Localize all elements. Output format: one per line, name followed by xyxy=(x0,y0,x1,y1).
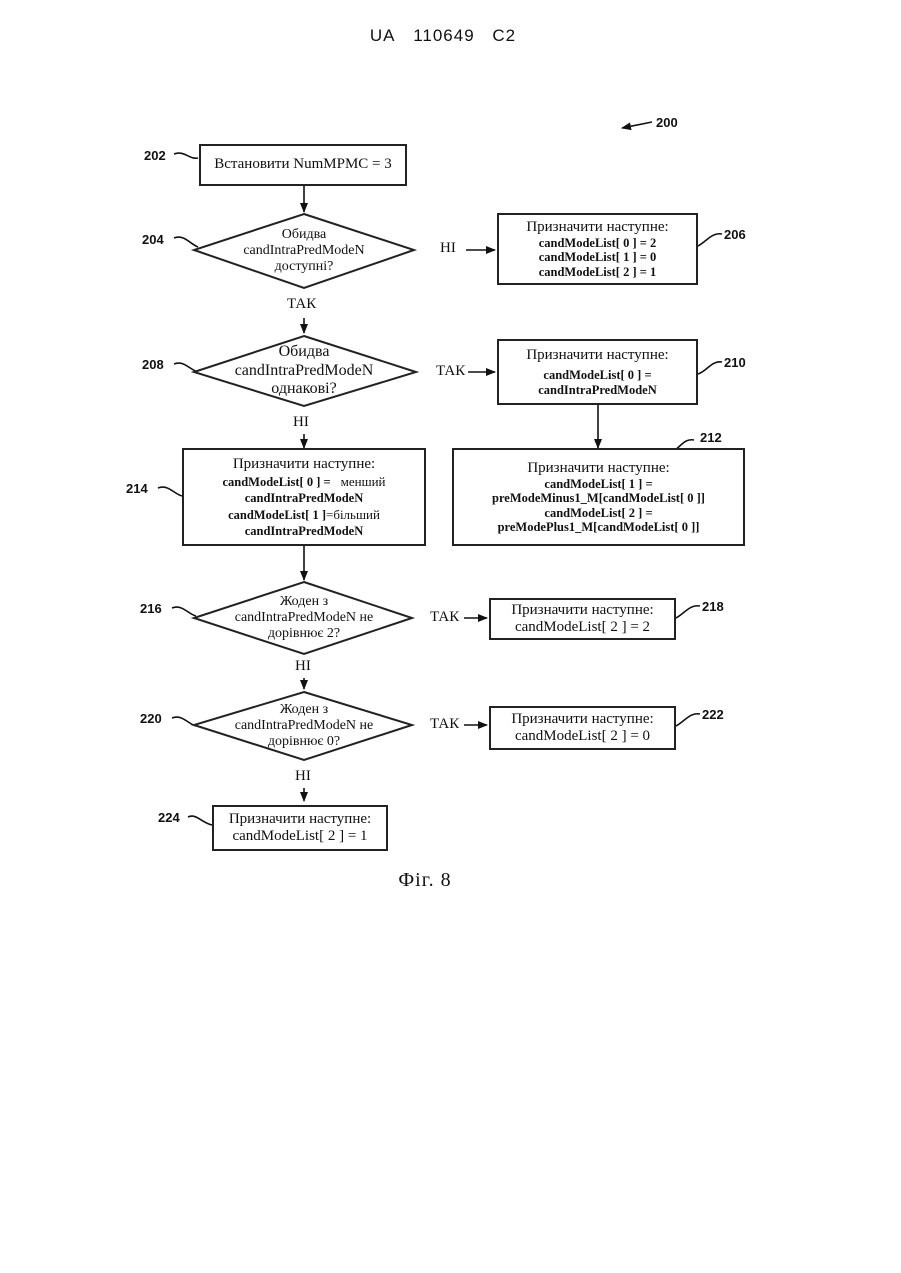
process-202: Встановити NumMPMC = 3 xyxy=(199,144,407,186)
process-206: Призначити наступне: candModeList[ 0 ] =… xyxy=(497,213,698,285)
process-206-line-2: candModeList[ 1 ] = 0 xyxy=(539,250,657,264)
leader-204 xyxy=(174,237,198,247)
process-224: Призначити наступне: candModeList[ 2 ] =… xyxy=(212,805,388,851)
process-210-title: Призначити наступне: xyxy=(526,347,668,364)
edge-label-220-no: НІ xyxy=(295,768,311,785)
edge-label-216-yes: ТАК xyxy=(430,609,459,626)
process-218-line: candModeList[ 2 ] = 2 xyxy=(515,619,650,636)
ref-208: 208 xyxy=(142,357,164,372)
edge-label-208-no: НІ xyxy=(293,414,309,431)
process-222-line: candModeList[ 2 ] = 0 xyxy=(515,728,650,745)
ref-206: 206 xyxy=(724,227,746,242)
process-218: Призначити наступне: candModeList[ 2 ] =… xyxy=(489,598,676,640)
process-206-line-1: candModeList[ 0 ] = 2 xyxy=(539,236,657,250)
process-206-title: Призначити наступне: xyxy=(526,219,668,236)
process-224-title: Призначити наступне: xyxy=(229,811,371,828)
decision-204: Обидва candIntraPredModeN доступні? xyxy=(214,214,394,288)
figure-ref-arrow xyxy=(622,122,652,128)
decision-220-line-1: Жоден з xyxy=(280,702,328,718)
decision-216-line-1: Жоден з xyxy=(280,594,328,610)
leader-214 xyxy=(158,487,182,496)
ref-218: 218 xyxy=(702,599,724,614)
process-212-line-3: candModeList[ 2 ] = xyxy=(544,506,652,520)
figure-ref-number: 200 xyxy=(656,115,678,130)
leader-218 xyxy=(676,606,700,618)
leader-208 xyxy=(174,363,198,372)
edge-label-204-no: НІ xyxy=(440,240,456,257)
ref-210: 210 xyxy=(724,355,746,370)
process-210-line-2: candIntraPredModeN xyxy=(538,383,657,397)
process-214-line-1a: candModeList[ 0 ] = xyxy=(222,475,330,489)
process-214-line-1b: менший xyxy=(341,474,386,489)
decision-208: Обидва candIntraPredModeN однакові? xyxy=(204,336,404,406)
process-214-line-2: candIntraPredModeN xyxy=(245,491,364,505)
process-212: Призначити наступне: candModeList[ 1 ] =… xyxy=(452,448,745,546)
process-206-line-3: candModeList[ 2 ] = 1 xyxy=(539,265,657,279)
decision-208-line-3: однакові? xyxy=(271,380,336,398)
process-212-title: Призначити наступне: xyxy=(527,460,669,477)
edge-label-220-yes: ТАК xyxy=(430,716,459,733)
decision-204-line-1: Обидва xyxy=(282,227,327,243)
ref-212: 212 xyxy=(700,430,722,445)
leader-216 xyxy=(172,607,196,616)
edge-label-208-yes: ТАК xyxy=(436,363,465,380)
ref-204: 204 xyxy=(142,232,164,247)
process-210-line-1: candModeList[ 0 ] = xyxy=(543,368,651,382)
process-218-title: Призначити наступне: xyxy=(511,602,653,619)
ref-202: 202 xyxy=(144,148,166,163)
edge-label-204-yes: ТАК xyxy=(287,296,316,313)
leader-210 xyxy=(698,362,722,374)
process-214-title: Призначити наступне: xyxy=(233,456,375,473)
process-202-text: Встановити NumMPMC = 3 xyxy=(214,156,392,173)
decision-220: Жоден з candIntraPredModeN не дорівнює 0… xyxy=(204,692,404,760)
process-214-line-4: candIntraPredModeN xyxy=(245,524,364,538)
decision-216-line-2: candIntraPredModeN не xyxy=(235,610,374,626)
ref-220: 220 xyxy=(140,711,162,726)
decision-204-line-3: доступні? xyxy=(275,259,334,275)
leader-222 xyxy=(676,714,700,726)
leader-202 xyxy=(174,153,198,158)
process-214-line-3b: =більший xyxy=(326,507,380,522)
leader-206 xyxy=(698,234,722,246)
process-222: Призначити наступне: candModeList[ 2 ] =… xyxy=(489,706,676,750)
decision-208-line-1: Обидва xyxy=(279,343,330,361)
process-214-line-3: candModeList[ 1 ]=більший xyxy=(228,506,380,524)
process-214-line-1: candModeList[ 0 ] = менший xyxy=(222,473,385,491)
process-212-line-1: candModeList[ 1 ] = xyxy=(544,477,652,491)
edge-label-216-no: НІ xyxy=(295,658,311,675)
process-214: Призначити наступне: candModeList[ 0 ] =… xyxy=(182,448,426,546)
decision-208-line-2: candIntraPredModeN xyxy=(235,362,374,380)
figure-caption: Фіг. 8 xyxy=(360,869,490,892)
ref-216: 216 xyxy=(140,601,162,616)
process-222-title: Призначити наступне: xyxy=(511,711,653,728)
decision-220-line-2: candIntraPredModeN не xyxy=(235,718,374,734)
process-214-line-3a: candModeList[ 1 ] xyxy=(228,508,326,522)
ref-224: 224 xyxy=(158,810,180,825)
decision-204-line-2: candIntraPredModeN xyxy=(243,243,364,259)
process-224-line: candModeList[ 2 ] = 1 xyxy=(232,828,367,845)
decision-216-line-3: дорівнює 2? xyxy=(268,626,340,642)
ref-214: 214 xyxy=(126,481,148,496)
ref-222: 222 xyxy=(702,707,724,722)
decision-216: Жоден з candIntraPredModeN не дорівнює 2… xyxy=(204,582,404,654)
decision-220-line-3: дорівнює 0? xyxy=(268,734,340,750)
process-212-line-4: preModePlus1_M[candModeList[ 0 ]] xyxy=(498,520,700,534)
process-210: Призначити наступне: candModeList[ 0 ] =… xyxy=(497,339,698,405)
process-212-line-2: preModeMinus1_M[candModeList[ 0 ]] xyxy=(492,491,705,505)
leader-224 xyxy=(188,816,212,825)
